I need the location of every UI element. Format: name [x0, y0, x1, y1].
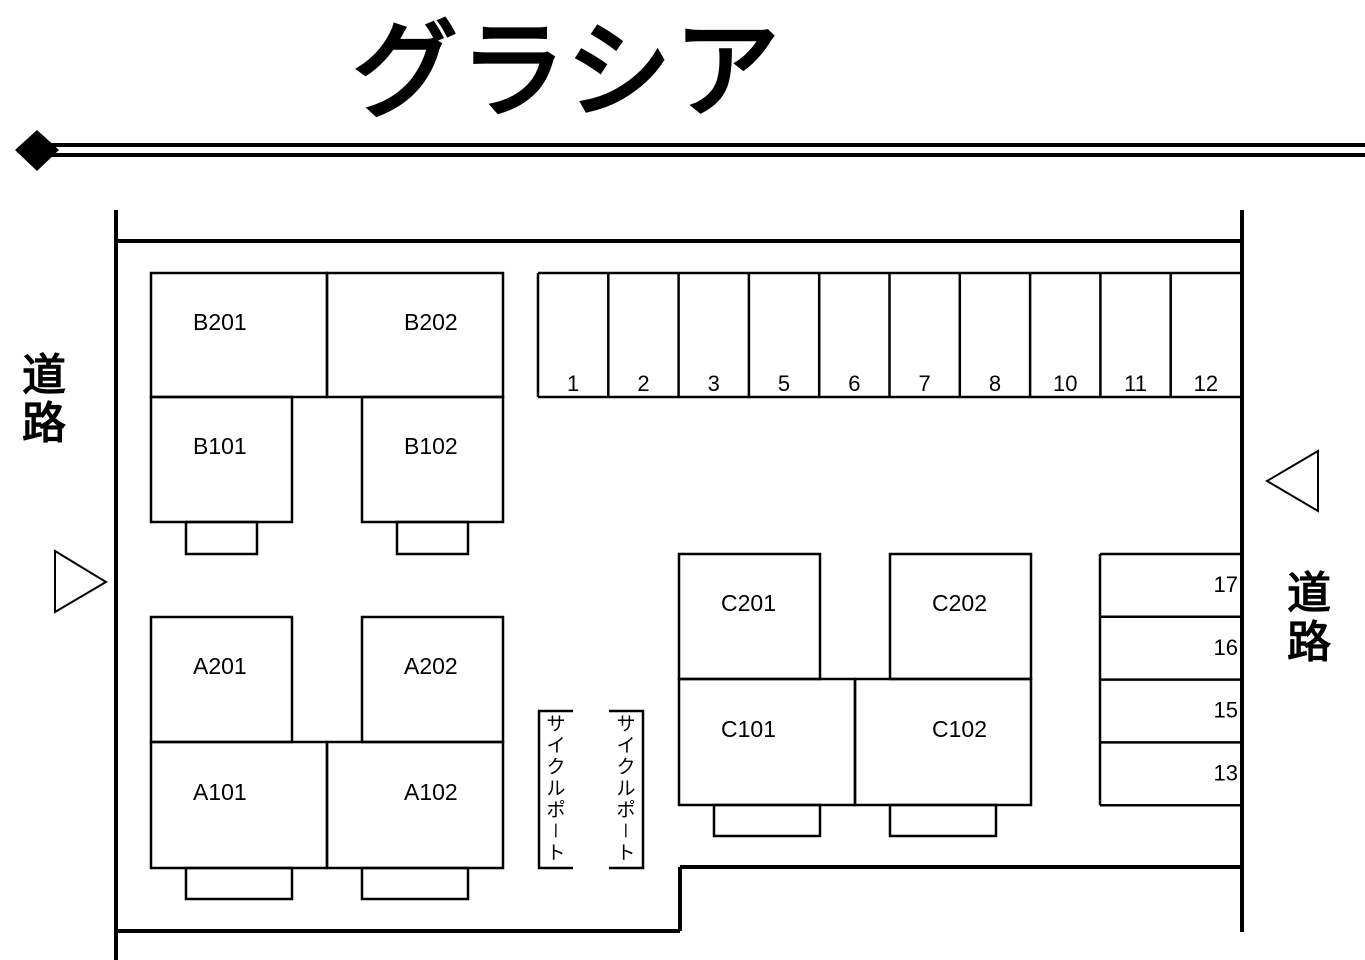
svg-text:道: 道	[22, 350, 66, 401]
parking-space-label: 16	[1214, 635, 1238, 660]
unit-label-a201: A201	[193, 653, 247, 679]
unit-label-a102: A102	[404, 779, 458, 805]
parking-space-label: 13	[1214, 760, 1238, 785]
road-label-right: 道 路	[1287, 568, 1332, 668]
property-title: グラシア	[352, 10, 782, 133]
parking-space-label: 15	[1214, 698, 1238, 723]
svg-text:サ: サ	[546, 713, 565, 735]
svg-text:ク: ク	[546, 756, 565, 778]
unit-label-a202: A202	[404, 653, 458, 679]
entrance-arrow-left-icon	[1265, 449, 1319, 513]
unit-a201	[149, 615, 294, 744]
unit-label-a101: A101	[193, 779, 247, 805]
parking-space-label: 6	[848, 371, 860, 396]
unit-a102	[325, 740, 505, 870]
unit-b202	[325, 271, 505, 399]
svg-text:ル: ル	[616, 778, 635, 800]
unit-c102	[853, 677, 1033, 807]
svg-text:ポ: ポ	[546, 799, 565, 821]
balcony	[395, 520, 470, 556]
svg-text:ル: ル	[546, 778, 565, 800]
balcony	[888, 803, 998, 838]
unit-c202	[888, 552, 1033, 681]
unit-label-c201: C201	[721, 590, 776, 616]
svg-text:サ: サ	[616, 713, 635, 735]
parking-space-label: 17	[1214, 572, 1238, 597]
unit-a101	[149, 740, 329, 870]
svg-text:路: 路	[1287, 617, 1332, 668]
parking-space-label: 8	[989, 371, 1001, 396]
building-b	[149, 271, 505, 556]
unit-label-b101: B101	[193, 433, 247, 459]
diamond-icon	[15, 130, 59, 171]
svg-text:ト: ト	[616, 842, 635, 864]
svg-text:路: 路	[22, 398, 67, 449]
unit-label-b202: B202	[404, 309, 458, 335]
parking-right-column: 17 16 15 13	[1098, 552, 1242, 807]
svg-text:ト: ト	[546, 842, 565, 864]
building-a	[149, 615, 505, 901]
unit-label-b102: B102	[404, 433, 458, 459]
balcony	[712, 803, 822, 838]
svg-text:イ: イ	[546, 735, 565, 757]
svg-text:道: 道	[1287, 568, 1331, 619]
parking-space-label: 10	[1053, 371, 1077, 396]
cycle-ports	[537, 709, 645, 870]
balcony	[184, 866, 294, 901]
parking-space-label: 12	[1194, 371, 1218, 396]
road-label-left: 道 路	[22, 350, 67, 449]
unit-label-c101: C101	[721, 716, 776, 742]
svg-text:ポ: ポ	[616, 799, 635, 821]
entrance-arrow-right-icon	[54, 549, 108, 614]
unit-label-b201: B201	[193, 309, 247, 335]
building-c	[677, 552, 1033, 838]
svg-text:－: －	[544, 821, 566, 840]
svg-text:－: －	[614, 821, 636, 840]
svg-text:ク: ク	[616, 756, 635, 778]
balcony	[184, 520, 259, 556]
site-boundary	[114, 210, 1244, 960]
unit-b102	[360, 395, 505, 524]
unit-b101	[149, 395, 294, 524]
unit-b201	[149, 271, 329, 399]
unit-c201	[677, 552, 822, 681]
parking-space-label: 7	[919, 371, 931, 396]
unit-label-c102: C102	[932, 716, 987, 742]
parking-space-label: 5	[778, 371, 790, 396]
svg-text:イ: イ	[616, 735, 635, 757]
unit-a202	[360, 615, 505, 744]
header-rule	[15, 130, 1365, 171]
parking-space-label: 11	[1124, 371, 1147, 396]
parking-space-label: 3	[708, 371, 720, 396]
unit-label-c202: C202	[932, 590, 987, 616]
balcony	[360, 866, 470, 901]
parking-space-label: 1	[567, 371, 579, 396]
unit-c101	[677, 677, 857, 807]
parking-space-label: 2	[637, 371, 649, 396]
